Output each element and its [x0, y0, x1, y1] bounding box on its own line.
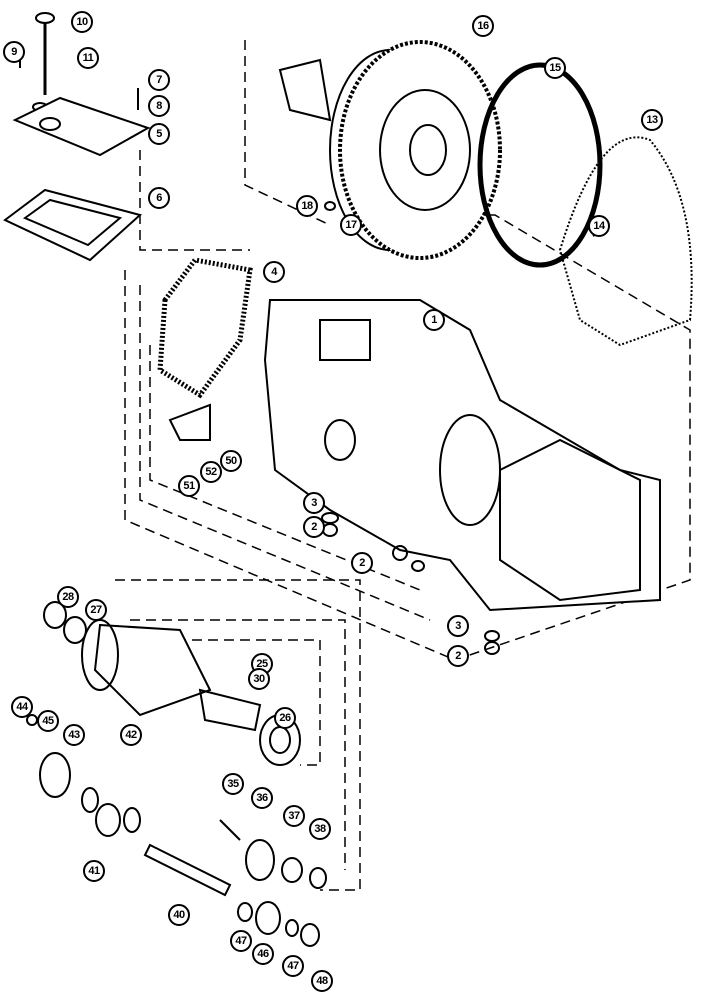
transmission-housing	[263, 299, 661, 612]
callout-13: 13	[641, 109, 663, 131]
callout-35: 35	[222, 773, 244, 795]
clutch-pack-shaft	[26, 601, 327, 947]
callout-2: 2	[351, 552, 373, 574]
callout-8: 8	[148, 95, 170, 117]
callout-41: 41	[83, 860, 105, 882]
dipstick-and-cover	[3, 12, 151, 262]
callout-5: 5	[148, 123, 170, 145]
callout-11: 11	[77, 47, 99, 69]
callout-4: 4	[263, 261, 285, 283]
callout-1: 1	[423, 309, 445, 331]
callout-26: 26	[274, 707, 296, 729]
callout-6: 6	[148, 187, 170, 209]
callout-17: 17	[340, 214, 362, 236]
callout-48: 48	[311, 970, 333, 992]
callout-9: 9	[3, 41, 25, 63]
callout-2: 2	[303, 516, 325, 538]
o-ring-seal	[477, 62, 603, 268]
callout-43: 43	[63, 724, 85, 746]
callout-52: 52	[200, 461, 222, 483]
callout-37: 37	[283, 805, 305, 827]
callout-14: 14	[588, 215, 610, 237]
callout-40: 40	[168, 904, 190, 926]
callout-2: 2	[447, 645, 469, 667]
front-gasket	[157, 257, 253, 399]
callout-15: 15	[544, 57, 566, 79]
callout-10: 10	[71, 11, 93, 33]
callout-7: 7	[148, 69, 170, 91]
callout-42: 42	[120, 724, 142, 746]
callout-18: 18	[296, 195, 318, 217]
callout-27: 27	[85, 599, 107, 621]
housing-gasket	[558, 136, 693, 347]
callout-44: 44	[11, 696, 33, 718]
callout-3: 3	[303, 492, 325, 514]
callout-16: 16	[472, 15, 494, 37]
callout-46: 46	[252, 943, 274, 965]
callout-38: 38	[309, 818, 331, 840]
callout-30: 30	[248, 668, 270, 690]
callout-36: 36	[251, 787, 273, 809]
callout-45: 45	[37, 710, 59, 732]
callout-47: 47	[230, 930, 252, 952]
callout-28: 28	[57, 586, 79, 608]
assembly-guide-lines	[115, 40, 691, 891]
callout-50: 50	[220, 450, 242, 472]
bracket	[168, 403, 211, 441]
clutch-assembly	[278, 40, 502, 260]
callout-3: 3	[447, 615, 469, 637]
callout-47: 47	[282, 955, 304, 977]
callout-51: 51	[178, 475, 200, 497]
